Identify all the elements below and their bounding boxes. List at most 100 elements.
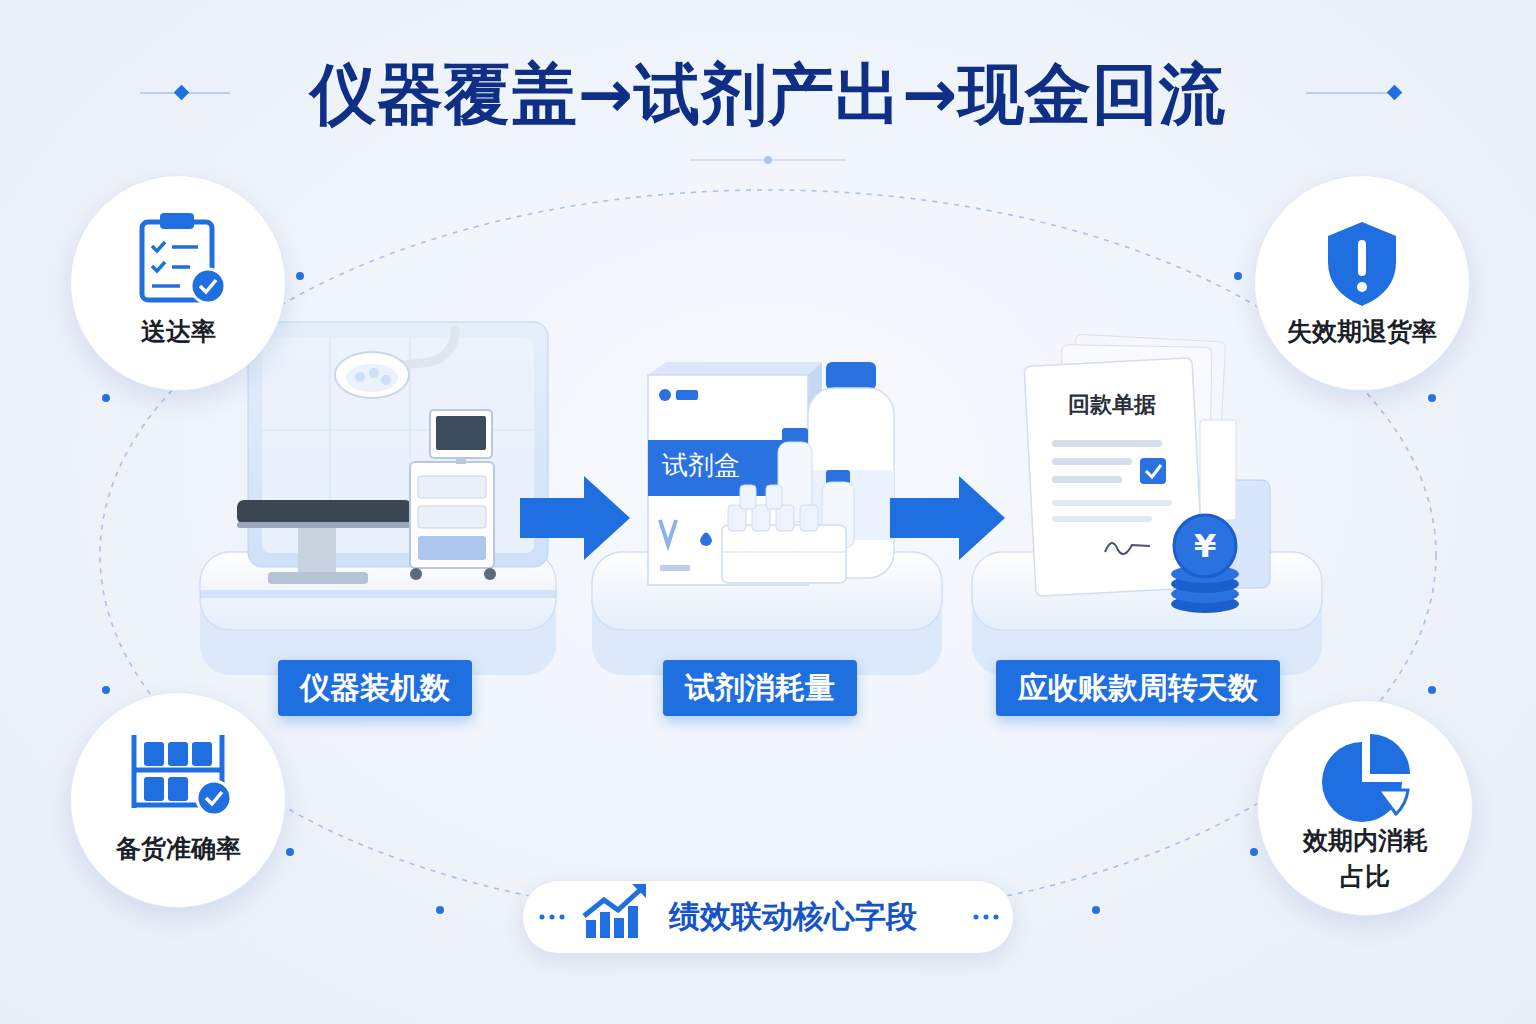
dashed-loop-part	[296, 272, 304, 280]
stage-receipt-illustration	[972, 334, 1322, 675]
document-heading: 回款单据	[1068, 392, 1156, 418]
stage-instrument-illustration-part	[395, 330, 455, 366]
stage-label: 仪器装机数	[278, 660, 472, 716]
stage-instrument-illustration-part	[456, 458, 466, 464]
clipboard-icon-part	[152, 262, 165, 271]
shelf-icon-part	[206, 792, 222, 804]
trend-icon-part	[632, 884, 646, 898]
stage-label: 应收账款周转天数	[996, 660, 1280, 716]
stage-instrument-illustration-part	[268, 572, 368, 584]
dashed-loop-part	[1092, 906, 1100, 914]
trend-icon-part	[994, 915, 999, 920]
stage-reagent-illustration-part	[676, 390, 698, 400]
trend-icon-part	[560, 915, 565, 920]
stage-node: 应收账款周转天数	[1005, 330, 1270, 720]
stage-receipt-illustration-part	[1105, 543, 1150, 554]
clipboard-icon-part	[152, 242, 165, 251]
stage-instrument-illustration-part	[484, 568, 496, 580]
trend-icon-part	[984, 915, 989, 920]
trend-icon-part	[974, 915, 979, 920]
metric-circle: 效期内消耗 占比	[1257, 700, 1473, 916]
box-label: 试剂盒	[662, 450, 740, 481]
dashed-loop-part	[102, 686, 110, 694]
shelf-icon-part	[144, 777, 164, 801]
metric-circle: 备货准确率	[70, 692, 286, 908]
stage-label: 试剂消耗量	[663, 660, 857, 716]
stage-reagent-illustration-part	[722, 525, 846, 583]
title-decoration-part	[174, 85, 190, 101]
stage-node: 试剂消耗量	[630, 330, 890, 720]
stage-receipt-illustration-part	[1200, 420, 1236, 520]
stage-instrument-illustration-part	[410, 568, 422, 580]
summary-pill: 绩效联动核心字段	[522, 880, 1014, 954]
trend-icon	[540, 884, 999, 938]
stage-receipt-illustration-part	[1052, 476, 1122, 483]
stage-instrument-illustration-part	[200, 590, 556, 598]
stage-instrument-illustration-part	[237, 500, 412, 524]
shield-icon-part	[1328, 222, 1396, 306]
dashed-loop-part	[436, 906, 444, 914]
trend-icon-part	[628, 906, 638, 938]
pie-chart-icon-part	[1322, 742, 1402, 822]
stage-reagent-illustration-part	[659, 389, 671, 401]
metric-label: 效期内消耗 占比	[1290, 823, 1440, 895]
metric-circle: 失效期退货率	[1254, 175, 1470, 391]
title-decoration-part	[1387, 85, 1403, 101]
stage-receipt-illustration-part	[1146, 465, 1161, 477]
stage-instrument-illustration-part	[418, 536, 486, 560]
clipboard-icon-part	[200, 280, 216, 292]
stage-instrument-illustration-part	[410, 462, 494, 568]
pill-label: 绩效联动核心字段	[669, 896, 917, 938]
stage-instrument-illustration-part	[346, 364, 398, 392]
clipboard-icon-part	[142, 222, 212, 300]
stage-reagent-illustration-part	[648, 362, 822, 375]
pie-chart-icon	[1322, 734, 1410, 822]
stage-instrument-illustration-part	[436, 416, 486, 450]
stage-instrument-illustration-part	[298, 528, 336, 574]
stage-receipt-illustration-part	[1052, 516, 1152, 522]
dashed-loop-part	[1428, 686, 1436, 694]
shield-icon-part	[1357, 282, 1367, 292]
clipboard-icon-part	[172, 245, 198, 249]
arrow-shape	[520, 476, 630, 560]
stage-reagent-illustration	[592, 362, 942, 675]
shelf-icon-part	[197, 781, 231, 815]
diagram-title: 仪器覆盖→试剂产出→现金回流	[0, 50, 1536, 140]
shelf-icon-part	[134, 803, 222, 808]
stage-instrument-illustration-part	[418, 506, 486, 528]
stage-receipt-illustration-part	[1174, 515, 1236, 577]
dashed-loop-part	[1234, 272, 1242, 280]
stage-instrument-illustration-part	[248, 322, 548, 567]
stage-reagent-illustration-part	[752, 505, 770, 531]
stage-reagent-illustration-part	[740, 485, 756, 509]
shelf-icon-part	[168, 742, 188, 766]
stage-reagent-illustration-part	[700, 533, 712, 547]
stage-reagent-illustration-part	[826, 362, 876, 390]
trend-icon-part	[540, 915, 545, 920]
trend-icon-part	[584, 890, 640, 916]
trend-icon-part	[600, 912, 610, 938]
dashed-loop-part	[1428, 394, 1436, 402]
metric-label: 备货准确率	[83, 831, 273, 867]
clipboard-icon	[142, 213, 225, 303]
trend-icon-part	[550, 915, 555, 920]
metric-label: 失效期退货率	[1267, 314, 1457, 350]
stage-reagent-illustration-part	[660, 565, 690, 571]
clipboard-icon-part	[191, 269, 225, 303]
stage-instrument-illustration-part	[262, 430, 534, 431]
shelf-icon-part	[192, 742, 212, 766]
shield-icon-part	[1358, 240, 1366, 276]
dashed-loop-part	[102, 394, 110, 402]
shelf-icon-part	[134, 768, 222, 773]
clipboard-icon-part	[172, 265, 190, 269]
trend-icon-part	[586, 920, 596, 938]
stage-instrument-illustration-part	[335, 352, 409, 398]
stage-instrument-illustration-part	[381, 375, 391, 385]
title-decoration-part	[764, 156, 772, 164]
dashed-loop-part	[1250, 848, 1258, 856]
clipboard-icon-part	[160, 213, 194, 229]
shelf-icon-part	[132, 735, 137, 808]
dashed-loop-part	[100, 190, 1436, 920]
